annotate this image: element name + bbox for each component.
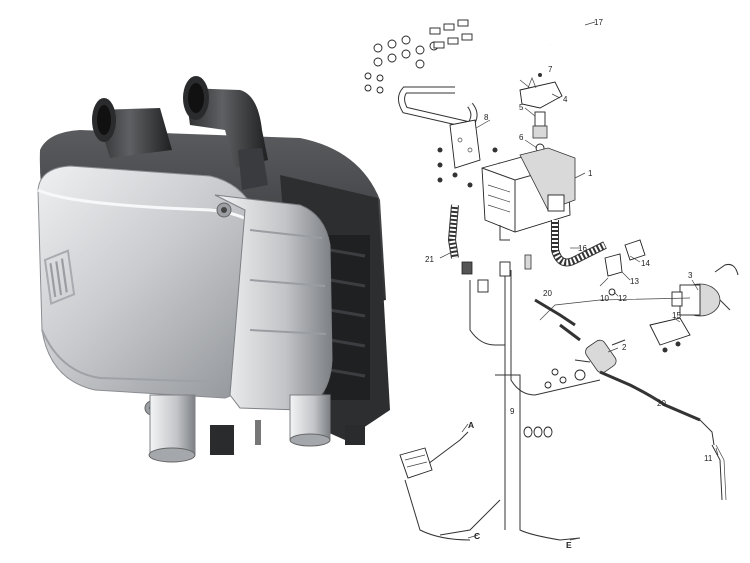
heater-coolant-ports bbox=[148, 394, 365, 463]
grommets bbox=[523, 426, 553, 438]
fuel-line-part-20 bbox=[534, 298, 576, 327]
bracket-part-8 bbox=[449, 119, 481, 169]
part-label-21: 21 bbox=[425, 255, 434, 264]
heater-brand-logo-icon bbox=[43, 249, 76, 305]
connector-label-c: C bbox=[474, 531, 480, 541]
wire-connectors bbox=[461, 254, 532, 293]
heater-rear-grid bbox=[329, 248, 366, 378]
heater-unit-part-1 bbox=[481, 147, 576, 241]
heater-photo bbox=[37, 76, 390, 463]
part-label-10: 10 bbox=[600, 294, 609, 303]
part-label-3: 3 bbox=[688, 271, 693, 280]
part-label-14: 14 bbox=[641, 259, 650, 268]
part-label-8: 8 bbox=[484, 113, 489, 122]
water-pump-part-3 bbox=[671, 264, 739, 317]
part-label-12: 12 bbox=[618, 294, 627, 303]
connector-letter-labels: A C E bbox=[468, 420, 572, 550]
part-label-17: 17 bbox=[594, 18, 603, 27]
part-label-4: 4 bbox=[563, 95, 568, 104]
bracket-part-15 bbox=[649, 317, 691, 346]
part-label-20-upper: 20 bbox=[543, 289, 552, 298]
part-label-1: 1 bbox=[588, 169, 593, 178]
connector-label-a: A bbox=[468, 420, 474, 430]
mount-parts-12-13-14 bbox=[604, 239, 646, 296]
hose-part-21 bbox=[447, 204, 459, 259]
nozzle-part-5-6 bbox=[532, 111, 548, 153]
hose-part-16 bbox=[551, 220, 607, 267]
fuel-pump-part-2 bbox=[559, 323, 715, 446]
clip-parts bbox=[544, 368, 567, 389]
hose-part-17 bbox=[474, 15, 591, 53]
part-label-13: 13 bbox=[630, 277, 639, 286]
part-label-20-lower: 20 bbox=[657, 399, 666, 408]
part-label-2: 2 bbox=[622, 343, 627, 352]
harness-connector-block bbox=[399, 447, 433, 479]
part-label-16: 16 bbox=[578, 244, 587, 253]
fittings-cluster bbox=[364, 19, 473, 94]
part-label-6: 6 bbox=[519, 133, 524, 142]
bracket-part-4 bbox=[519, 81, 563, 109]
wiring-harness-part-9 bbox=[404, 270, 691, 541]
part-label-11: 11 bbox=[704, 454, 713, 463]
fuel-standpipe-part-11 bbox=[711, 444, 723, 501]
part-label-9: 9 bbox=[510, 407, 515, 416]
heater-intake-pipes bbox=[92, 76, 268, 190]
part-label-7: 7 bbox=[548, 65, 553, 74]
leader-lines bbox=[439, 21, 719, 541]
part-label-5: 5 bbox=[519, 103, 524, 112]
part-label-15: 15 bbox=[672, 311, 681, 320]
connector-label-e: E bbox=[566, 540, 572, 550]
part-number-labels: 1 2 3 4 5 6 7 8 9 10 11 12 13 14 15 16 1… bbox=[425, 18, 713, 463]
exploded-parts-diagram: 1 2 3 4 5 6 7 8 9 10 11 12 13 14 15 16 1… bbox=[364, 13, 739, 550]
